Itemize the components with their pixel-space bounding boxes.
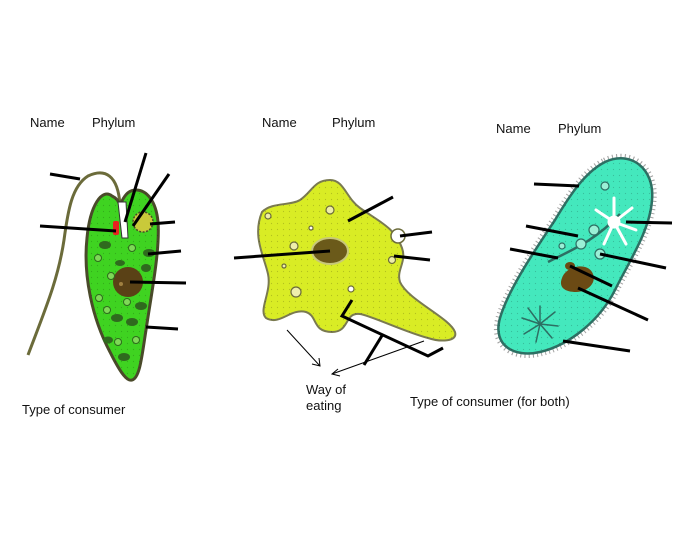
amoeba-bracket-stem bbox=[364, 334, 383, 365]
euglena-eyespot bbox=[113, 221, 119, 235]
paramecium-drawing bbox=[498, 158, 652, 353]
euglena-nucleolus bbox=[119, 282, 123, 286]
euglena-body-leader bbox=[146, 327, 178, 329]
eating-arrow-left bbox=[287, 330, 320, 366]
euglena-pellicle-leader bbox=[150, 222, 175, 224]
paramecium-pellicle-leader bbox=[563, 341, 630, 351]
paramecium-vacuole-leader bbox=[626, 222, 672, 223]
paramecium-cilia-leader bbox=[534, 184, 579, 186]
euglena-nucleus-leader bbox=[130, 282, 186, 283]
eating-arrow-right bbox=[332, 341, 424, 374]
eating-arrows bbox=[287, 330, 424, 376]
euglena-drawing bbox=[28, 173, 158, 380]
euglena-flagellum-leader bbox=[50, 174, 80, 179]
